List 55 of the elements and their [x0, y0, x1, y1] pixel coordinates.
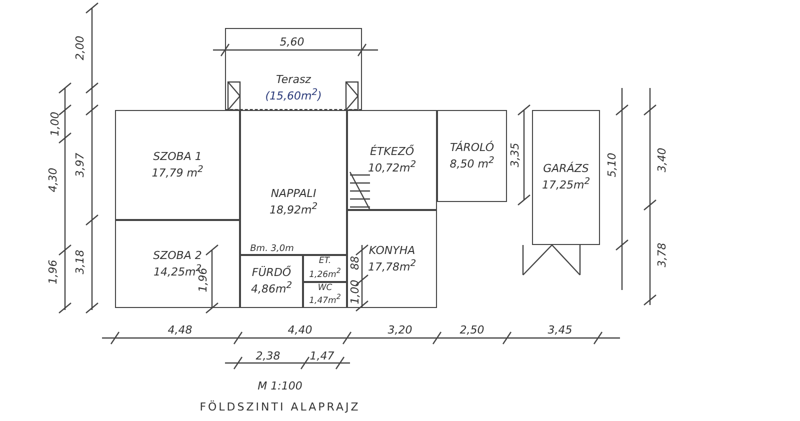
room-outline	[115, 220, 240, 308]
room-name: GARÁZS	[543, 162, 589, 176]
room-name: NAPPALI	[270, 187, 316, 202]
dimension-label: 1,00	[348, 280, 362, 304]
room-outline	[347, 210, 437, 308]
dimension-label: 4,48	[168, 324, 192, 336]
dimension-label: 2,50	[460, 324, 484, 336]
dimension-label: 3,18	[74, 250, 86, 274]
room-area: 8,50 m$^{2}$	[450, 154, 494, 172]
dimension-label: 5,60	[280, 36, 304, 48]
dimension-label: 88	[348, 256, 362, 270]
dimension-label: 3,45	[548, 324, 572, 336]
room-outline	[347, 110, 437, 210]
dimension-label: 4,30	[46, 168, 60, 192]
room-name: WC	[318, 284, 332, 294]
dimension-label: 2,38	[256, 350, 280, 362]
room-name: FÜRDŐ	[252, 266, 292, 280]
dimension-label: 5,10	[606, 152, 618, 178]
room-outline	[115, 110, 240, 220]
room-outline	[303, 255, 347, 282]
room-outline	[240, 255, 303, 308]
room-outline	[303, 282, 347, 308]
room-name: ET.	[318, 257, 332, 267]
room-area: 1,26m$^{2}$	[309, 266, 341, 280]
room-name: SZOBA 1	[153, 150, 202, 164]
dimension-label: 3,40	[656, 148, 668, 172]
room-area: 18,92m$^{2}$	[269, 201, 318, 218]
ceiling-height-note: Bm. 3,0m	[250, 244, 294, 254]
room-area: 1,47m$^{2}$	[309, 293, 341, 306]
room-area: 4,86m$^{2}$	[250, 280, 292, 297]
room-area: 17,78m$^{2}$	[368, 258, 416, 274]
dimension-label: 2,00	[74, 36, 86, 60]
dimension-label: 3,78	[656, 242, 668, 268]
terrace-outline	[225, 28, 362, 110]
dimension-label: 3,20	[388, 324, 412, 336]
room-outline	[532, 110, 600, 245]
room-name: SZOBA 2	[153, 248, 202, 263]
room-area: 10,72m$^{2}$	[368, 158, 416, 176]
room-area: 17,25m$^{2}$	[542, 176, 590, 193]
room-area: (15,60m$^{2}$)	[265, 86, 322, 104]
scale-label: M 1:100	[258, 380, 302, 392]
caption: FÖLDSZINTI ALAPRAJZ	[200, 400, 360, 414]
room-area: 17,79 m$^{2}$	[152, 164, 204, 180]
room-name: Terasz	[276, 72, 311, 87]
dimension-label: 1,96	[46, 260, 60, 284]
dimension-label: 3,35	[508, 142, 522, 168]
dimension-label: 4,40	[288, 324, 312, 336]
room-outline	[437, 110, 507, 202]
dimension-label: 1,47	[310, 350, 334, 362]
dimension-label: 3,97	[74, 152, 86, 178]
dimension-label: 1,00	[48, 112, 62, 136]
room-outline	[240, 110, 347, 255]
room-name: KONYHA	[368, 244, 416, 258]
room-name: ÉTKEZŐ	[370, 144, 414, 159]
room-name: TÁROLÓ	[450, 140, 494, 155]
